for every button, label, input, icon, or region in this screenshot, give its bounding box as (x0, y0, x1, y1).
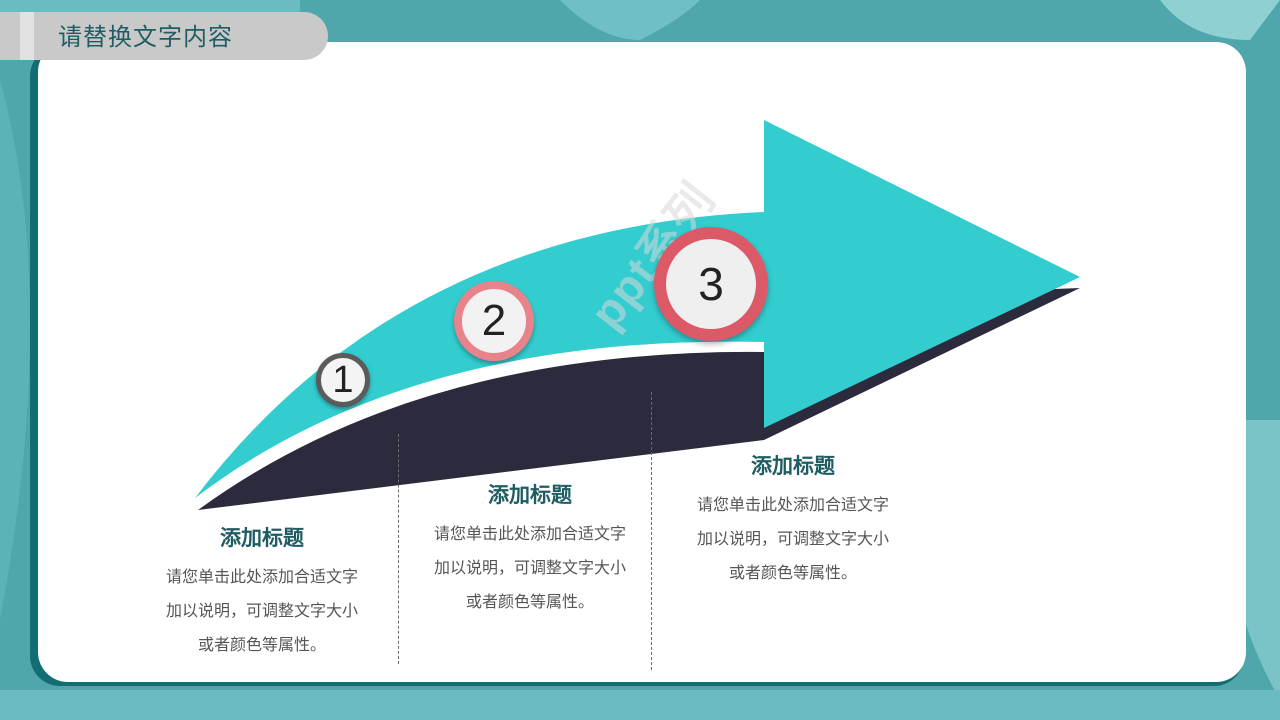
block-title: 添加标题 (488, 482, 572, 507)
block-title: 添加标题 (751, 453, 835, 478)
divider-left (398, 434, 399, 664)
block-line: 请您单击此处添加合适文字 (433, 524, 626, 543)
block-line: 或者颜色等属性。 (728, 563, 857, 582)
block-line: 请您单击此处添加合适文字 (165, 567, 358, 586)
page-title: 请替换文字内容 (58, 23, 233, 51)
block-line: 请您单击此处添加合适文字 (696, 495, 889, 514)
text-block-1: 添加标题 请您单击此处添加合适文字 加以说明，可调整文字大小 或者颜色等属性。 (142, 524, 382, 662)
block-line: 加以说明，可调整文字大小 (696, 529, 889, 548)
block-line: 加以说明，可调整文字大小 (433, 558, 626, 577)
block-line: 加以说明，可调整文字大小 (165, 601, 358, 620)
arrow-body (195, 120, 1080, 498)
step-1-badge: 1 (316, 353, 370, 407)
text-block-2: 添加标题 请您单击此处添加合适文字 加以说明，可调整文字大小 或者颜色等属性。 (410, 481, 650, 619)
title-tab (0, 12, 328, 60)
block-line: 或者颜色等属性。 (197, 635, 326, 654)
title-tab-stripe (20, 12, 34, 60)
step-2-badge: 2 (454, 281, 534, 361)
block-title: 添加标题 (220, 525, 304, 550)
divider-right (651, 392, 652, 670)
step-3-badge: 3 (654, 227, 768, 341)
block-line: 或者颜色等属性。 (465, 592, 594, 611)
text-block-3: 添加标题 请您单击此处添加合适文字 加以说明，可调整文字大小 或者颜色等属性。 (673, 452, 913, 590)
